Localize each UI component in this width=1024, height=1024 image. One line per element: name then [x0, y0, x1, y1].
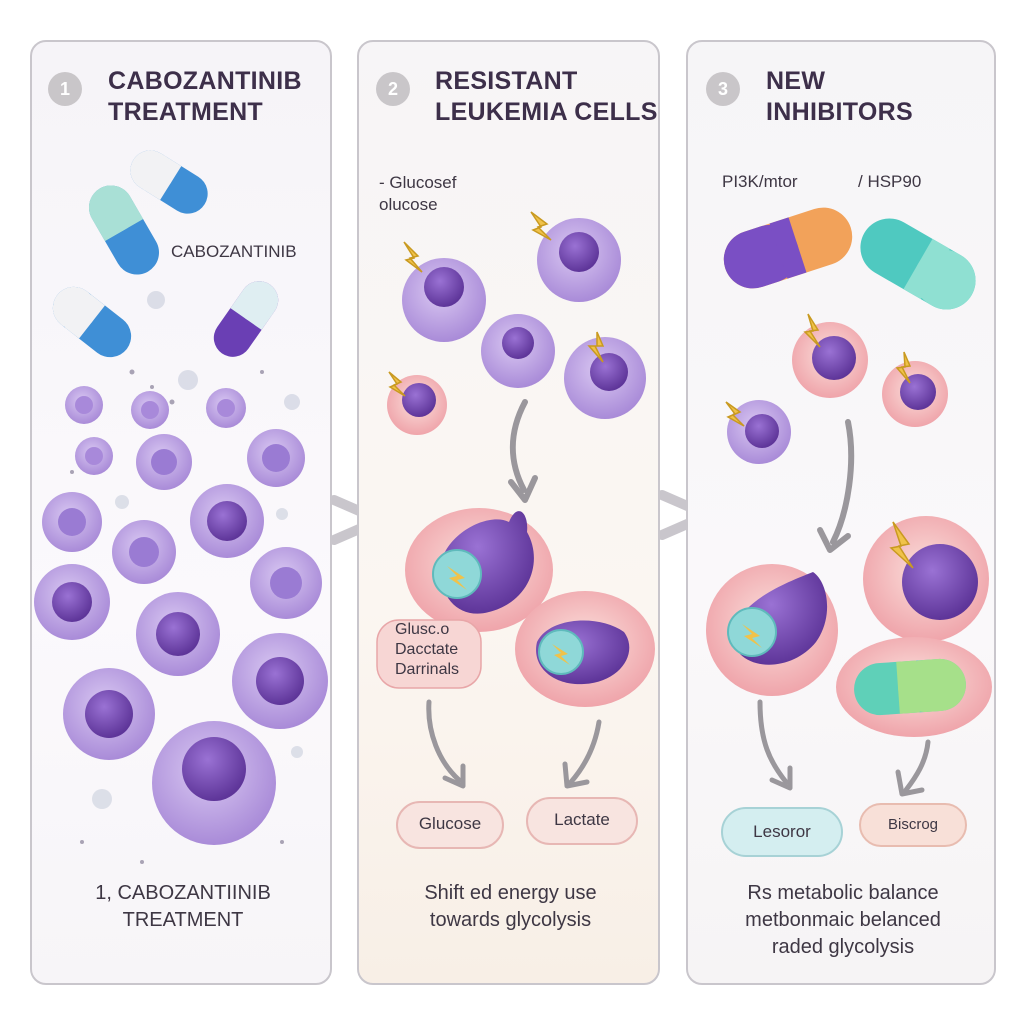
capsule-icon: [213, 281, 279, 357]
lightning-bolt-icon: [587, 331, 605, 363]
caption-line2: towards glycolysis: [429, 909, 592, 931]
panel-title-line1: CABOZANTINIB: [108, 67, 302, 95]
resistant-cell: [530, 211, 621, 302]
inhibited-cell: [725, 400, 791, 464]
bottom-pill-right: [859, 803, 967, 847]
caption-line3: raded glycolysis: [771, 936, 915, 958]
step-number-badge: 3: [706, 72, 740, 106]
lactate-pill: [526, 797, 638, 845]
glucose-pill-label: Glucose: [418, 814, 482, 833]
lightning-bolt-icon: [895, 351, 912, 384]
bottom-pill-left: [721, 807, 843, 857]
lightning-bolt-icon: [889, 521, 914, 569]
lightning-bolt-icon: [530, 211, 552, 241]
capsule-icon: [89, 185, 159, 275]
inhibited-cell: [882, 351, 948, 427]
lightning-bolt-icon: [725, 401, 745, 427]
glucose-label-line2: olucose: [379, 195, 438, 214]
lactate-pill-label: Lactate: [554, 810, 610, 829]
inhibited-cell-large: [836, 637, 992, 737]
step-number-badge: 1: [48, 72, 82, 106]
panel-title-line2: LEUKEMIA CELLS: [435, 98, 658, 126]
resistant-cell: [564, 331, 646, 419]
resistant-cell: [402, 241, 486, 342]
metabolite-box: [376, 619, 482, 689]
capsule-icon: [52, 286, 132, 358]
metabolite-box-text: Glusc.o Dacctate Darrinals: [395, 620, 459, 680]
inhibitor-label-hsp90: / HSP90: [858, 172, 922, 191]
lightning-bolt-icon: [403, 241, 423, 273]
panel-title-line1: RESISTANT: [435, 67, 578, 95]
capsule-icon: [854, 658, 966, 716]
step-number-badge: 2: [376, 72, 410, 106]
capsule-icon: [860, 218, 976, 310]
inhibited-cell-large: [706, 564, 838, 696]
caption-line1: 1, CABOZANTIINIB: [95, 882, 271, 904]
panel-title: NEW INHIBITORS: [766, 66, 913, 128]
caption-line2: TREATMENT: [122, 909, 244, 931]
right-pill-label: Biscrog: [887, 816, 939, 833]
panel-new-inhibitors: 3 NEW INHIBITORS PI3K/mtor / HSP90: [686, 40, 996, 985]
panel-title-line2: INHIBITORS: [766, 98, 913, 126]
drug-label: CABOZANTINIB: [171, 242, 297, 261]
flow-arrow: [509, 399, 528, 493]
cabozantinib-illustration: [34, 150, 328, 864]
new-inhibitors-illustration: [706, 207, 992, 857]
panel-title: RESISTANT LEUKEMIA CELLS: [435, 66, 658, 128]
caption-line1: Shift ed energy use: [424, 882, 597, 904]
inhibitor-label-pi3k: PI3K/mtor: [722, 172, 798, 191]
leukemia-cells: [34, 386, 328, 845]
glucose-label: - Glucosef olucose: [379, 172, 456, 216]
capsule-icon: [723, 207, 853, 289]
lightning-bolt-icon: [388, 371, 406, 397]
caption-line2: metbonmaic belanced: [745, 909, 941, 931]
metabolite-line1: Glusc.o: [395, 621, 450, 638]
panel-caption: Shift ed energy use towards glycolysis: [359, 880, 658, 934]
panel-caption: 1, CABOZANTIINIB TREATMENT: [32, 880, 330, 934]
panel-resistant-leukemia-cells: 2 RESISTANT LEUKEMIA CELLS - Glucosef ol…: [357, 40, 660, 985]
inhibited-cell: [792, 313, 868, 398]
panel-title: CABOZANTINIB TREATMENT: [108, 66, 302, 128]
lightning-bolt-icon: [803, 313, 821, 348]
panel-title-line1: NEW: [766, 67, 826, 95]
resistant-cell: [481, 314, 555, 388]
capsule-icon: [130, 150, 208, 214]
glucose-label-line1: - Glucosef: [379, 173, 457, 192]
panel-caption: Rs metabolic balance metbonmaic belanced…: [688, 880, 994, 961]
resistant-cell-large: [515, 591, 655, 707]
resistant-cell-large: [405, 508, 553, 632]
left-pill-label: Lesoror: [753, 822, 811, 841]
metabolite-line2: Dacctate: [395, 641, 459, 658]
inhibited-cell-large: [863, 516, 989, 642]
glucose-pill: [396, 801, 504, 849]
panel-cabozantinib-treatment: 1 CABOZANTINIB TREATMENT: [30, 40, 332, 985]
metabolite-line3: Darrinals: [395, 661, 460, 678]
resistant-cell: [387, 371, 447, 435]
caption-line1: Rs metabolic balance: [747, 882, 939, 904]
panel-title-line2: TREATMENT: [108, 98, 263, 126]
resistant-cells-illustration: [376, 211, 655, 849]
